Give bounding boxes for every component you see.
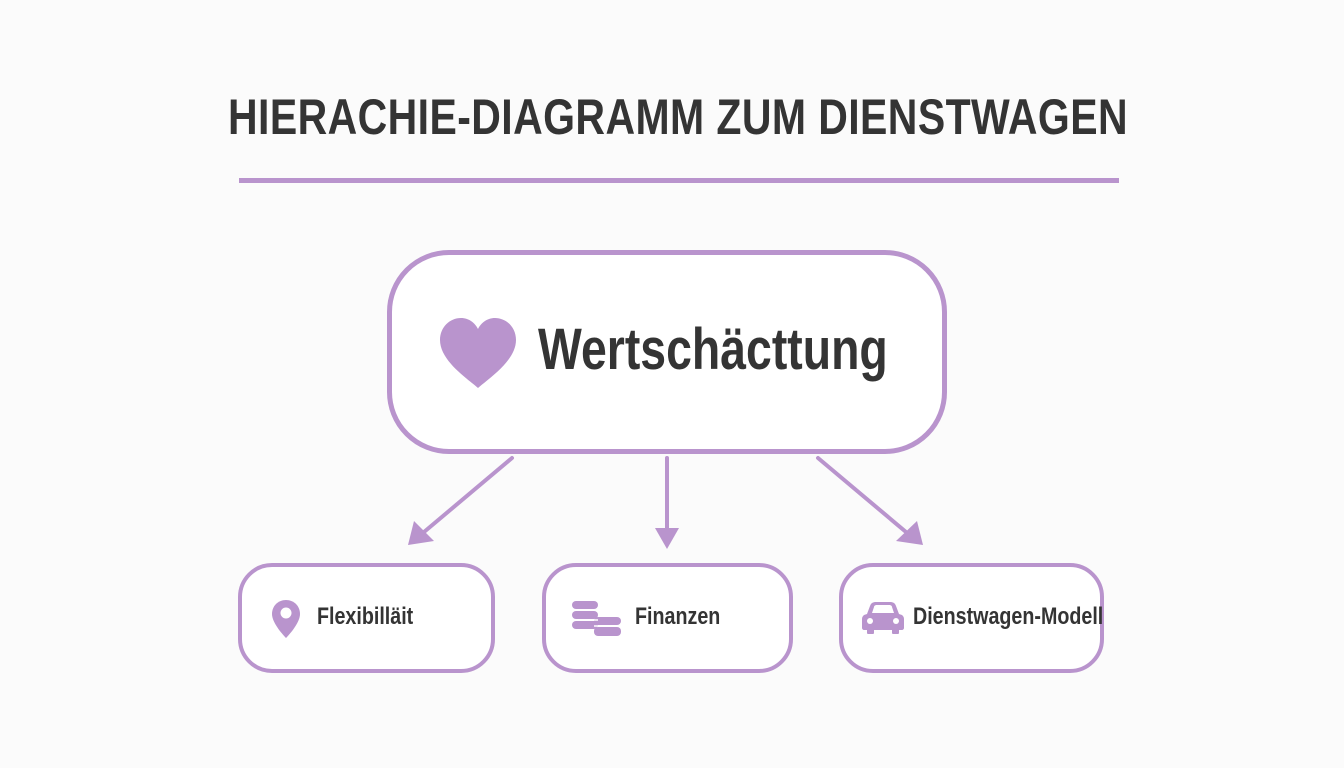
arrow-to-dienstwagen-modell — [816, 456, 908, 534]
arrowhead-flexibilitaet — [408, 521, 434, 545]
coins-icon — [572, 601, 621, 636]
arrowhead-finanzen — [655, 528, 679, 549]
title-underline — [239, 178, 1119, 183]
location-pin-icon — [272, 600, 300, 638]
arrow-to-flexibilitaet — [422, 456, 514, 534]
arrowhead-dienstwagen-modell — [896, 521, 923, 545]
child-label-flexibilitaet: Flexibilläit — [317, 603, 414, 630]
root-label: Wertschäcttung — [538, 317, 888, 382]
car-icon — [862, 602, 904, 634]
child-label-finanzen: Finanzen — [635, 603, 721, 630]
root-node — [387, 250, 947, 454]
page-title: HIERACHIE-DIAGRAMM ZUM DIENSTWAGEN — [228, 89, 1128, 145]
child-label-dienstwagen-modell: Dienstwagen-Modell — [913, 603, 1104, 630]
heart-icon — [440, 318, 516, 388]
